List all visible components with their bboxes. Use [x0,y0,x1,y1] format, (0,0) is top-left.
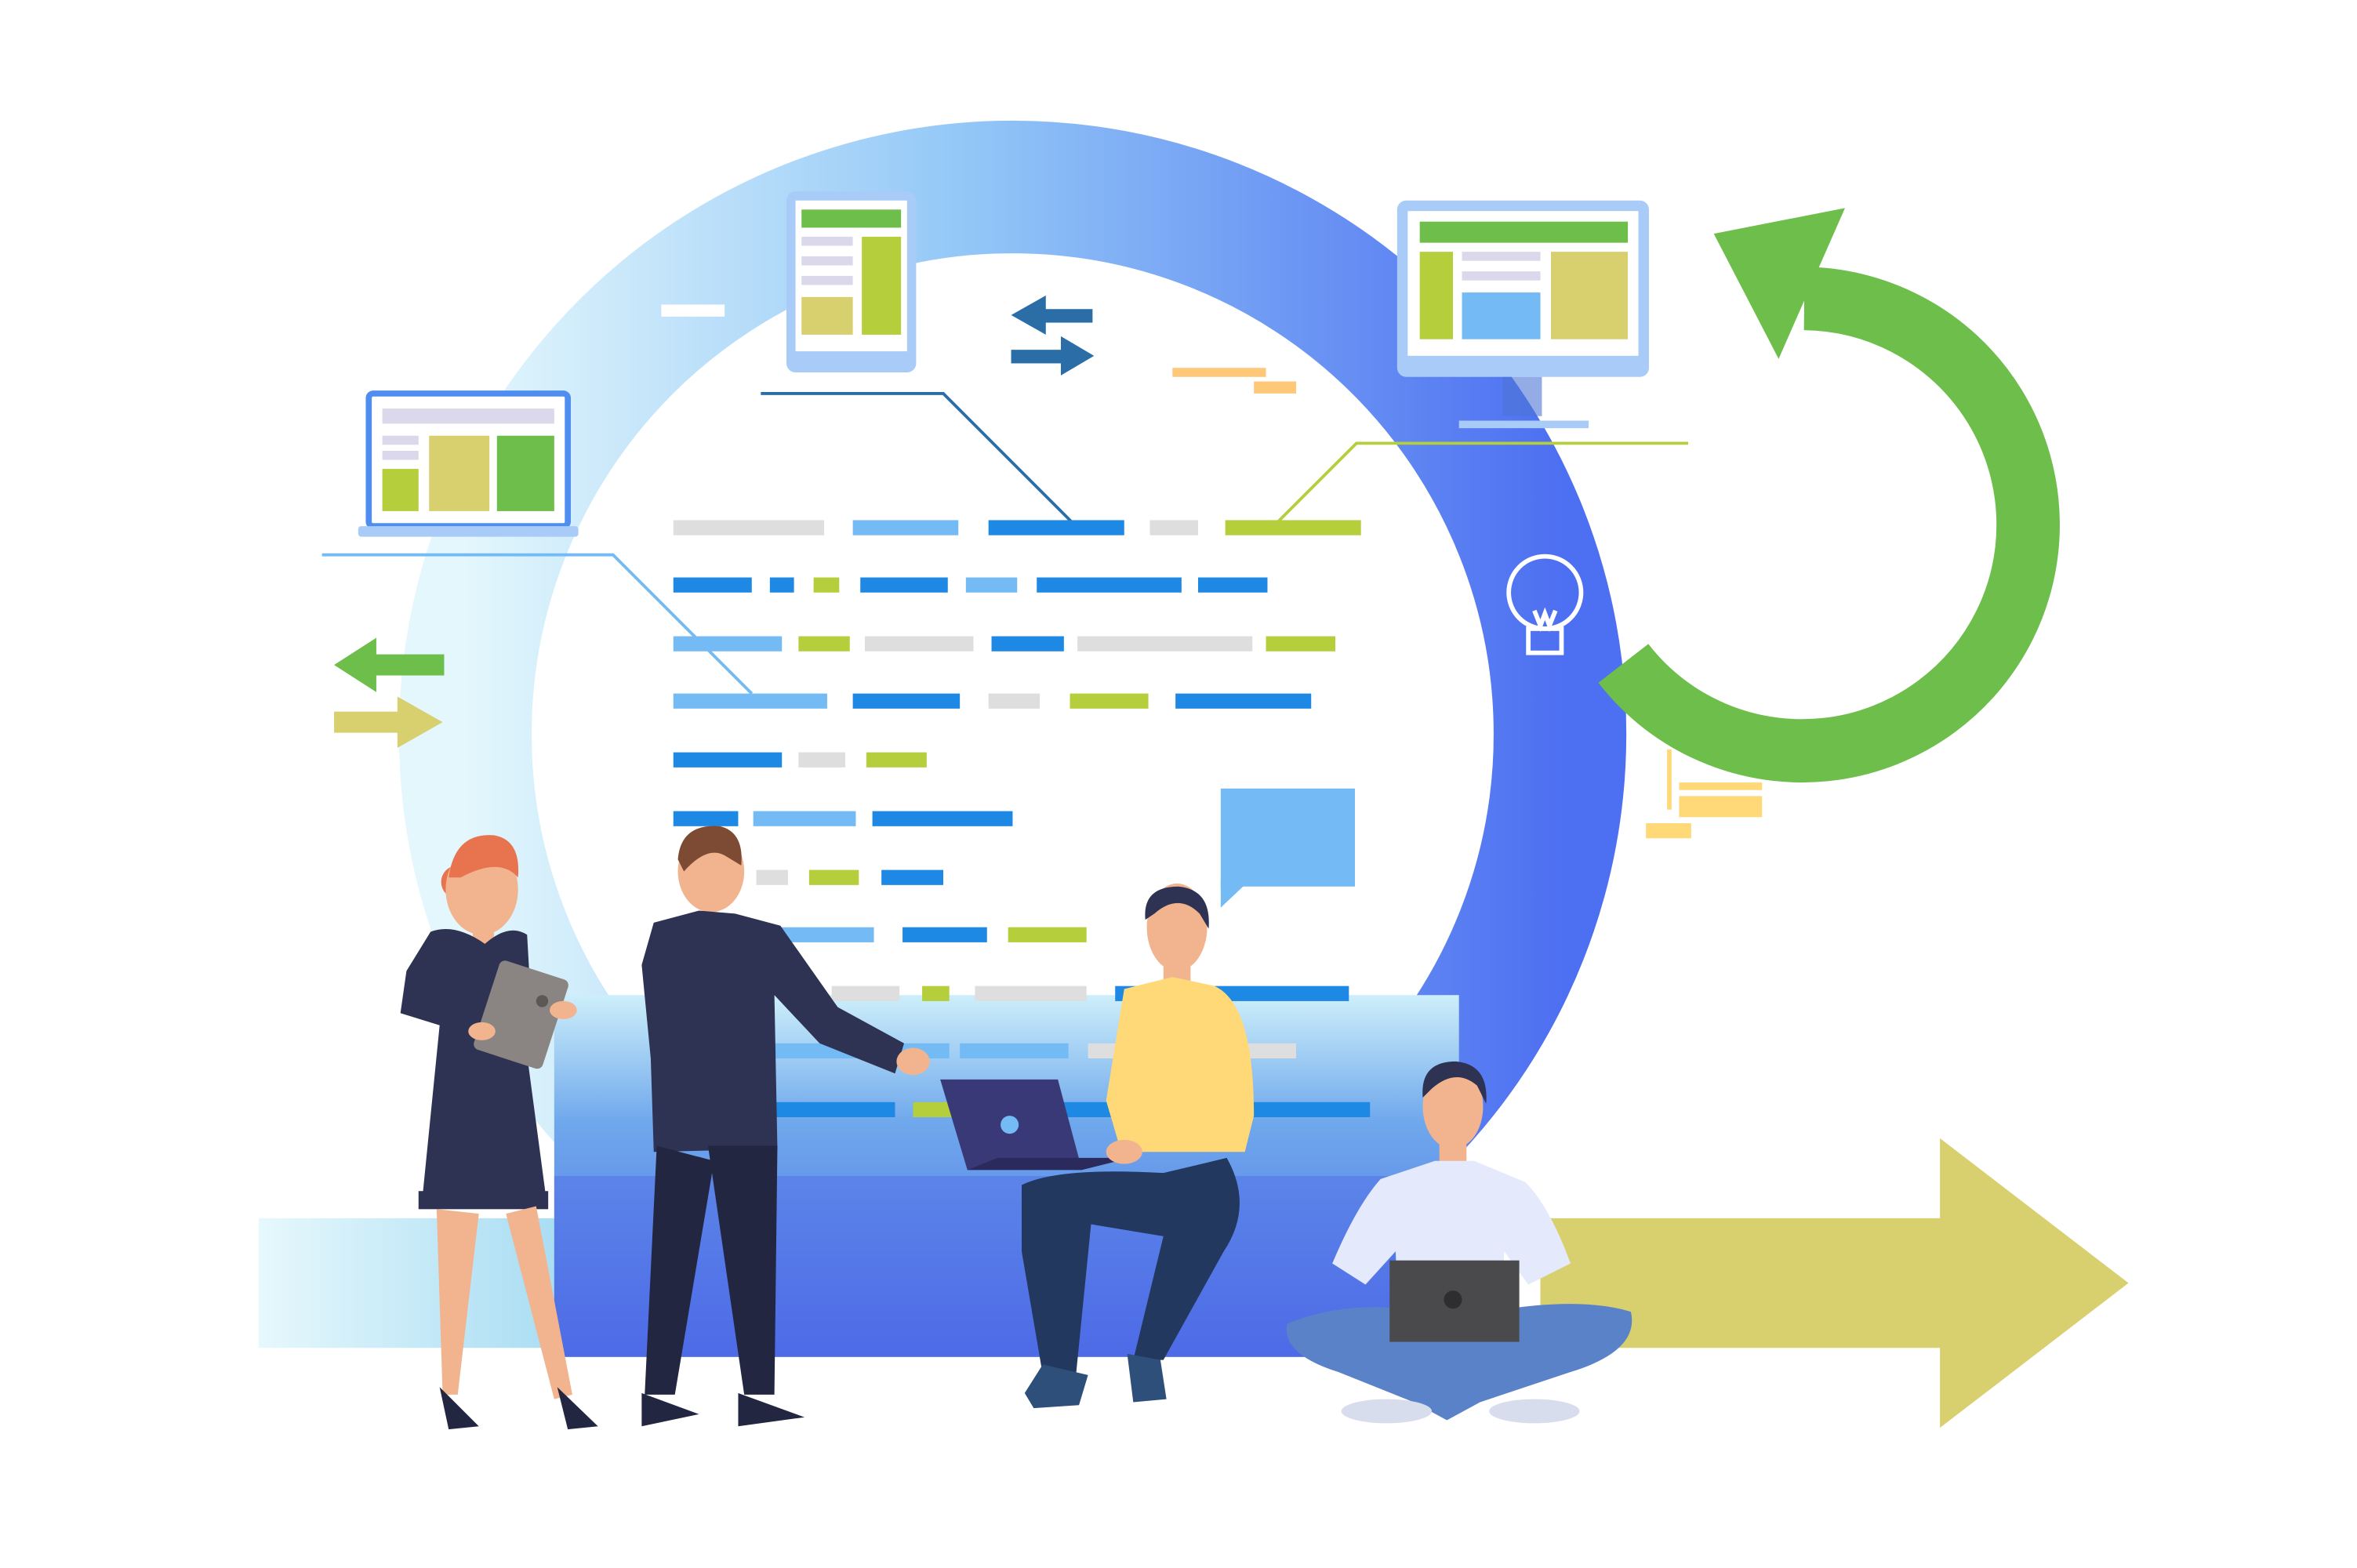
task-bar [965,577,1018,593]
task-bar [673,693,827,709]
cycle-arrow-icon [1598,208,2060,783]
task-bar [872,811,1013,826]
task-bar [756,869,788,885]
task-bar [988,693,1040,709]
task-bar [808,869,859,885]
laptop-icon [358,390,579,537]
task-bar [813,577,840,593]
task-bar [1077,636,1253,652]
task-bar [1037,577,1182,593]
task-bar [865,636,974,652]
task-bar [1008,927,1087,942]
person-man-with-laptop-yellow [940,883,1255,1409]
task-bar [673,811,739,826]
task-bar [753,811,856,826]
task-bar [860,577,948,593]
task-bar [991,636,1064,652]
person-man-pointing [641,826,930,1427]
task-bar [1070,693,1149,709]
tablet-icon [786,191,917,372]
task-bar [774,1102,895,1117]
task-bar [975,985,1087,1001]
task-bar [922,985,950,1001]
person-woman-with-tablet [400,835,598,1430]
task-bar [798,636,850,652]
task-bar [852,693,961,709]
note-marks [661,304,1763,839]
laptop-icon [1389,1260,1520,1342]
task-bar [1175,693,1312,709]
task-bar [673,636,783,652]
task-bar [1266,636,1335,652]
task-bar [1198,577,1268,593]
task-bar [798,752,845,768]
task-bar [1225,520,1361,535]
lightbulb-icon [1506,554,1584,655]
task-bar [988,520,1124,535]
tablet-icon [474,960,568,1069]
task-bar [866,752,927,768]
person-man-cross-legged [1286,1061,1632,1424]
monitor-icon [1396,200,1649,429]
task-bar [960,1043,1069,1058]
task-bar [831,985,900,1001]
exchange-arrows-icon [334,637,445,748]
speech-bubble-icon [1220,788,1355,908]
task-bar [673,520,825,535]
task-bar [1149,520,1198,535]
task-bar [881,869,943,885]
task-bar [852,520,959,535]
task-bar [771,927,874,942]
task-bar [673,577,752,593]
laptop-icon [940,1079,1131,1171]
task-bar [902,927,987,942]
exchange-arrows-icon [1011,295,1095,376]
task-bar [769,577,794,593]
task-bar [673,752,783,768]
forward-arrow-icon [258,1138,2129,1428]
